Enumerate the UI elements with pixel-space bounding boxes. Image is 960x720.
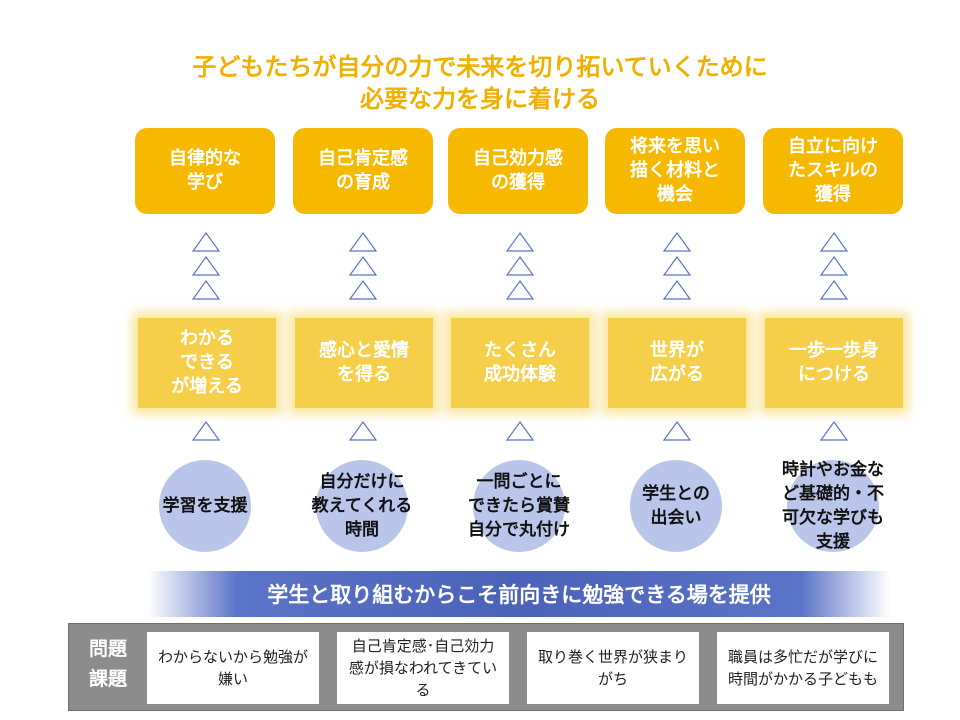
up-triangle-icon: [662, 279, 692, 301]
up-triangle-icon: [819, 420, 849, 442]
outcome-box-2: 感心と愛情 を得る: [295, 318, 433, 408]
support-text-5: 時計やお金な ど基礎的・不 可欠な学びも 支援: [782, 460, 884, 552]
issue-box-3: 取り巻く世界が狭まりがち: [527, 632, 699, 704]
outcome-box-1: わかる できる が増える: [138, 318, 276, 408]
up-triangle-icon: [191, 231, 221, 253]
issues-panel: 問題 課題 わからないから勉強が嫌い 自己肯定感･自己効力感が損なわれてきている…: [68, 623, 904, 711]
issue-box-4: 職員は多忙だが学びに時間がかかる子どもも: [717, 632, 889, 704]
up-triangle-icon: [819, 279, 849, 301]
support-circle-3: [473, 460, 565, 552]
goal-box-4: 将来を思い 描く材料と 機会: [605, 128, 745, 214]
goal-box-5: 自立に向け たスキルの 獲得: [763, 128, 903, 214]
up-triangle-icon: [505, 279, 535, 301]
goal-box-1: 自律的な 学び: [135, 128, 275, 214]
support-circle-4: [630, 460, 722, 552]
up-triangle-icon: [348, 231, 378, 253]
outcome-box-3: たくさん 成功体験: [451, 318, 589, 408]
support-text-1: 学習を支援: [162, 496, 248, 516]
banner: 学生と取り組むからこそ前向きに勉強できる場を提供: [148, 571, 890, 617]
support-text-3: 一問ごとに できたら賞賛 自分で丸付け: [468, 472, 570, 540]
up-triangle-icon: [662, 255, 692, 277]
up-triangle-icon: [191, 420, 221, 442]
goal-box-2: 自己肯定感 の育成: [293, 128, 433, 214]
up-triangle-icon: [348, 279, 378, 301]
up-triangle-icon: [505, 255, 535, 277]
outcome-box-4: 世界が 広がる: [608, 318, 746, 408]
outcome-box-5: 一歩一歩身 につける: [765, 318, 903, 408]
support-text-2: 自分だけに 教えてくれる 時間: [311, 472, 413, 540]
up-triangle-icon: [662, 420, 692, 442]
issues-label: 問題 課題: [88, 638, 127, 690]
up-triangle-icon: [505, 231, 535, 253]
issue-box-2: 自己肯定感･自己効力感が損なわれてきている: [337, 632, 509, 704]
up-triangle-icon: [191, 279, 221, 301]
up-triangle-icon: [348, 255, 378, 277]
up-triangle-icon: [348, 420, 378, 442]
goal-box-3: 自己効力感 の獲得: [448, 128, 588, 214]
up-triangle-icon: [819, 231, 849, 253]
support-circle-1: [159, 460, 251, 552]
issue-box-1: わからないから勉強が嫌い: [147, 632, 319, 704]
title-line-1: 子どもたちが自分の力で未来を切り拓いていくために: [192, 53, 768, 81]
up-triangle-icon: [662, 231, 692, 253]
up-triangle-icon: [819, 255, 849, 277]
support-circle-5: [787, 460, 879, 552]
title-line-2: 必要な力を身に着ける: [360, 85, 600, 113]
support-circle-2: [316, 460, 408, 552]
support-text-4: 学生との 出会い: [642, 484, 710, 528]
up-triangle-icon: [191, 255, 221, 277]
up-triangle-icon: [505, 420, 535, 442]
